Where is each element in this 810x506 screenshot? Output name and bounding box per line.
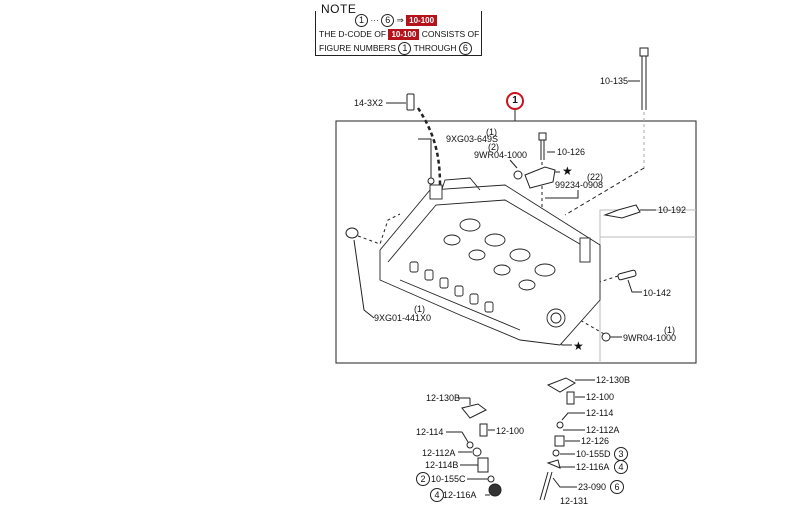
star-icon: ★ xyxy=(573,339,584,353)
part-label-99234-0908[interactable]: 99234-0908 xyxy=(555,180,604,190)
qty-label: (1) xyxy=(664,325,675,335)
part-label-12-114[interactable]: 12-114 xyxy=(416,427,444,437)
part-label-14-3x2[interactable]: 14-3X2 xyxy=(354,98,384,108)
part-label-10-126[interactable]: 10-126 xyxy=(557,147,586,157)
part-label-12-114[interactable]: 12-114 xyxy=(586,408,614,418)
figure-number-circle: 4 xyxy=(614,460,628,474)
qty-label: (22) xyxy=(587,172,604,182)
part-label-12-112a[interactable]: 12-112A xyxy=(422,448,456,458)
stud-icon xyxy=(617,269,637,281)
part-label-12-130b[interactable]: 12-130B xyxy=(426,393,461,403)
figure-number-circle: 6 xyxy=(610,480,624,494)
figure-number-circle: 1 xyxy=(398,42,412,55)
part-label-12-126[interactable]: 12-126 xyxy=(581,436,610,446)
note-title: NOTE xyxy=(319,2,359,16)
part-label-12-131[interactable]: 12-131 xyxy=(560,496,589,506)
part-label-12-100[interactable]: 12-100 xyxy=(496,426,525,436)
assembly-ref-circle[interactable]: 1 xyxy=(506,92,524,110)
part-label-12-114b[interactable]: 12-114B xyxy=(425,460,459,470)
qty-label: (1) xyxy=(486,127,497,137)
bracket-icon xyxy=(524,166,556,189)
note-line-1: 1 ··· 6 ⇒ 10-100 xyxy=(355,14,438,27)
note-line-2: THE D-CODE OF 10-100 CONSISTS OF xyxy=(319,29,480,41)
part-label-9wr04-1000[interactable]: 9WR04-1000 xyxy=(623,333,677,343)
figure-number-circle: 6 xyxy=(381,14,395,27)
note-line-3: FIGURE NUMBERS 1 THROUGH 6 xyxy=(319,42,472,55)
part-label-9xg03-649s[interactable]: 9XG03-649S xyxy=(446,134,499,144)
part-label-23-090[interactable]: 23-090 xyxy=(578,482,607,492)
cylinder-head-drawing xyxy=(379,177,601,346)
arrow-icon: ⇒ xyxy=(396,14,404,25)
bolt-head-icon xyxy=(639,47,649,57)
figure-number-circle: 3 xyxy=(614,447,628,461)
qty-label: (1) xyxy=(414,304,425,314)
part-label-12-100[interactable]: 12-100 xyxy=(586,392,615,402)
figure-number-circle: 4 xyxy=(430,488,444,502)
star-icon: ★ xyxy=(562,164,573,178)
part-label-10-155c[interactable]: 10-155C xyxy=(431,474,466,484)
note-text: THE D-CODE OF xyxy=(319,29,387,39)
note-text: FIGURE NUMBERS xyxy=(319,42,396,53)
part-label-10-142[interactable]: 10-142 xyxy=(643,288,672,298)
dcode-badge: 10-100 xyxy=(406,15,438,26)
valve-train-left xyxy=(446,397,502,497)
figure-number-circle: 2 xyxy=(416,472,430,486)
part-label-10-192[interactable]: 10-192 xyxy=(658,205,687,215)
part-label-12-130b[interactable]: 12-130B xyxy=(596,375,631,385)
sensor-icon xyxy=(603,204,641,219)
bolt-head-icon xyxy=(538,132,547,141)
note-text: THROUGH xyxy=(413,42,457,53)
part-label-10-155d[interactable]: 10-155D xyxy=(576,449,611,459)
valve-train-right xyxy=(539,377,595,500)
assembly-frame xyxy=(335,120,697,364)
note-text: CONSISTS OF xyxy=(421,29,480,39)
part-label-9wr04-1000[interactable]: 9WR04-1000 xyxy=(474,150,528,160)
inset-frame xyxy=(599,209,696,363)
part-label-12-116a[interactable]: 12-116A xyxy=(576,462,610,472)
part-label-10-135[interactable]: 10-135 xyxy=(600,76,629,86)
plug-icon xyxy=(345,227,359,239)
figure-number-circle: 6 xyxy=(458,42,472,55)
part-label-12-112a[interactable]: 12-112A xyxy=(586,425,620,435)
note-dots: ··· xyxy=(370,14,379,25)
qty-label: (2) xyxy=(488,142,499,152)
note-box xyxy=(315,11,482,56)
part-label-9xg01-441x0[interactable]: 9XG01-441X0 xyxy=(374,313,432,323)
sensor-plug-icon xyxy=(406,93,415,111)
dcode-badge: 10-100 xyxy=(388,29,420,41)
figure-number-circle: 1 xyxy=(355,14,368,27)
part-label-12-116a[interactable]: 12-116A xyxy=(443,490,477,500)
